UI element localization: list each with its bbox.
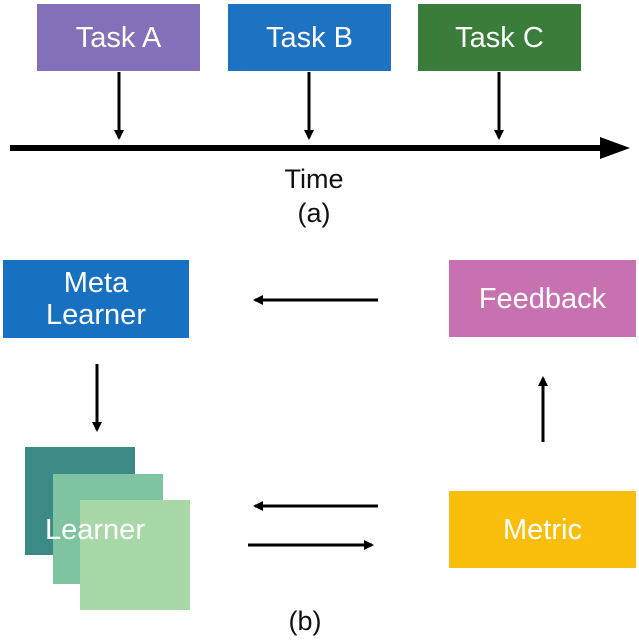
feedback-label: Feedback bbox=[478, 282, 607, 315]
meta-learner-box: Meta Learner bbox=[3, 260, 189, 338]
task-c-box: Task C bbox=[418, 4, 581, 71]
learner-label-wrap: Learner bbox=[25, 510, 165, 550]
caption-a: (a) bbox=[297, 198, 331, 228]
time-axis-label: Time bbox=[284, 164, 344, 194]
feedback-box: Feedback bbox=[449, 260, 636, 337]
task-b-label: Task B bbox=[265, 21, 354, 54]
task-b-box: Task B bbox=[228, 4, 391, 71]
metric-box: Metric bbox=[449, 491, 636, 568]
meta-learner-line1: Meta bbox=[63, 267, 129, 299]
meta-learner-line2: Learner bbox=[46, 299, 146, 331]
learner-label: Learner bbox=[45, 514, 145, 546]
metric-label: Metric bbox=[503, 513, 582, 546]
learner-stack-front bbox=[80, 500, 190, 610]
task-c-label: Task C bbox=[455, 21, 544, 54]
task-a-box: Task A bbox=[37, 4, 200, 71]
caption-b: (b) bbox=[288, 606, 322, 636]
timeline-arrowhead bbox=[600, 137, 630, 159]
task-a-label: Task A bbox=[75, 21, 162, 54]
